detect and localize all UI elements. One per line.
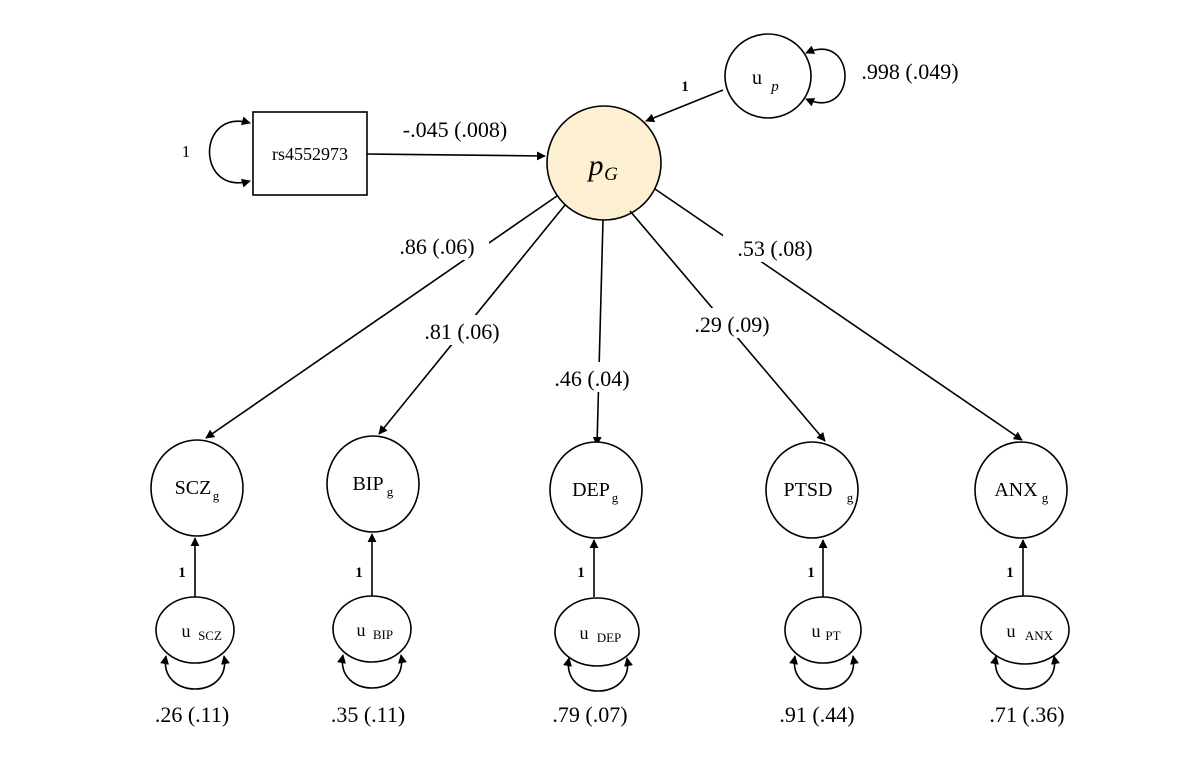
indicator-ptsd-label: PTSD [784, 479, 833, 501]
loading-path-scz [205, 195, 558, 439]
loading-label-dep: .46 (.04) [554, 366, 629, 391]
residual-variance-loop-anx [990, 655, 1060, 690]
residual-path-label-bip: 1 [355, 565, 363, 581]
residual-variance-label-scz: .26 (.11) [155, 702, 229, 727]
residual-node-dep: u DEP [554, 597, 640, 667]
residual-path-label-anx: 1 [1006, 565, 1014, 581]
up-node [724, 33, 812, 119]
loading-label-ptsd: .29 (.09) [694, 312, 769, 337]
residual-node-scz: u SCZ [155, 596, 235, 664]
residual-scz-label: u [182, 621, 191, 641]
indicator-anx-label: ANX [994, 479, 1038, 501]
pg-latent-node [546, 105, 662, 221]
residual-bip-label: u [357, 620, 366, 640]
indicator-dep-label: DEP [572, 479, 610, 501]
loading-path-dep [592, 219, 604, 446]
indicator-scz-label: SCZ [175, 477, 212, 499]
pg-node-subscript: G [604, 164, 618, 185]
residual-variance-label-ptsd: .91 (.44) [779, 702, 854, 727]
residual-anx-label: u [1007, 621, 1016, 641]
residual-path-label-ptsd: 1 [807, 565, 815, 581]
indicator-ptsd: PTSD g [765, 441, 859, 539]
indicator-scz: SCZ g [150, 439, 244, 537]
snp-variance-label: 1 [182, 142, 191, 161]
loading-label-anx: .53 (.08) [737, 236, 812, 261]
up-node-label: u [752, 67, 762, 89]
indicator-scz-subscript: g [213, 488, 220, 503]
residual-ptsd-label: u [812, 621, 821, 641]
loading-label-bip: .81 (.06) [424, 319, 499, 344]
residual-dep-label: u [580, 623, 589, 643]
pg-node-label: p [587, 149, 604, 182]
indicator-bip: BIP g [326, 435, 420, 533]
residual-variance-loop-scz [160, 655, 230, 690]
indicator-anx-subscript: g [1042, 490, 1049, 505]
snp-to-pg-path [366, 151, 546, 161]
residual-variance-loop-bip [337, 654, 407, 689]
snp-path-coefficient: -.045 (.008) [403, 117, 507, 142]
snp-variance-loop [208, 116, 251, 188]
residual-variance-label-anx: .71 (.36) [989, 702, 1064, 727]
residual-node-bip: u BIP [332, 595, 412, 663]
residual-variance-label-bip: .35 (.11) [331, 702, 405, 727]
up-path-label: 1 [681, 79, 689, 95]
residual-variance-loop-dep [563, 657, 633, 692]
residual-dep-subscript: DEP [597, 630, 622, 645]
residual-node-ptsd: u PT [784, 596, 862, 664]
residual-variance-label-dep: .79 (.07) [552, 702, 627, 727]
residual-path-label-scz: 1 [178, 565, 186, 581]
up-to-pg-path [645, 89, 724, 123]
loading-path-anx [654, 188, 1023, 441]
residual-scz-subscript: SCZ [198, 628, 222, 643]
residual-node-anx: u ANX [980, 595, 1070, 665]
residual-ptsd-subscript: PT [825, 628, 840, 643]
indicator-anx: ANX g [974, 441, 1068, 539]
residual-anx-subscript: ANX [1025, 628, 1054, 643]
indicator-ptsd-subscript: g [847, 490, 854, 505]
indicator-dep-subscript: g [612, 490, 619, 505]
residual-path-label-dep: 1 [577, 565, 585, 581]
up-variance-loop [805, 45, 846, 107]
indicator-bip-label: BIP [352, 473, 383, 495]
snp-node-label: rs4552973 [272, 144, 348, 164]
residual-bip-subscript: BIP [373, 627, 393, 642]
snp-node [252, 111, 368, 196]
up-variance-label: .998 (.049) [861, 59, 958, 84]
indicator-dep: DEP g [549, 441, 643, 539]
up-node-subscript: p [770, 79, 779, 95]
loading-label-scz: .86 (.06) [399, 234, 474, 259]
indicator-bip-subscript: g [387, 484, 394, 499]
residual-variance-loop-ptsd [789, 655, 859, 690]
